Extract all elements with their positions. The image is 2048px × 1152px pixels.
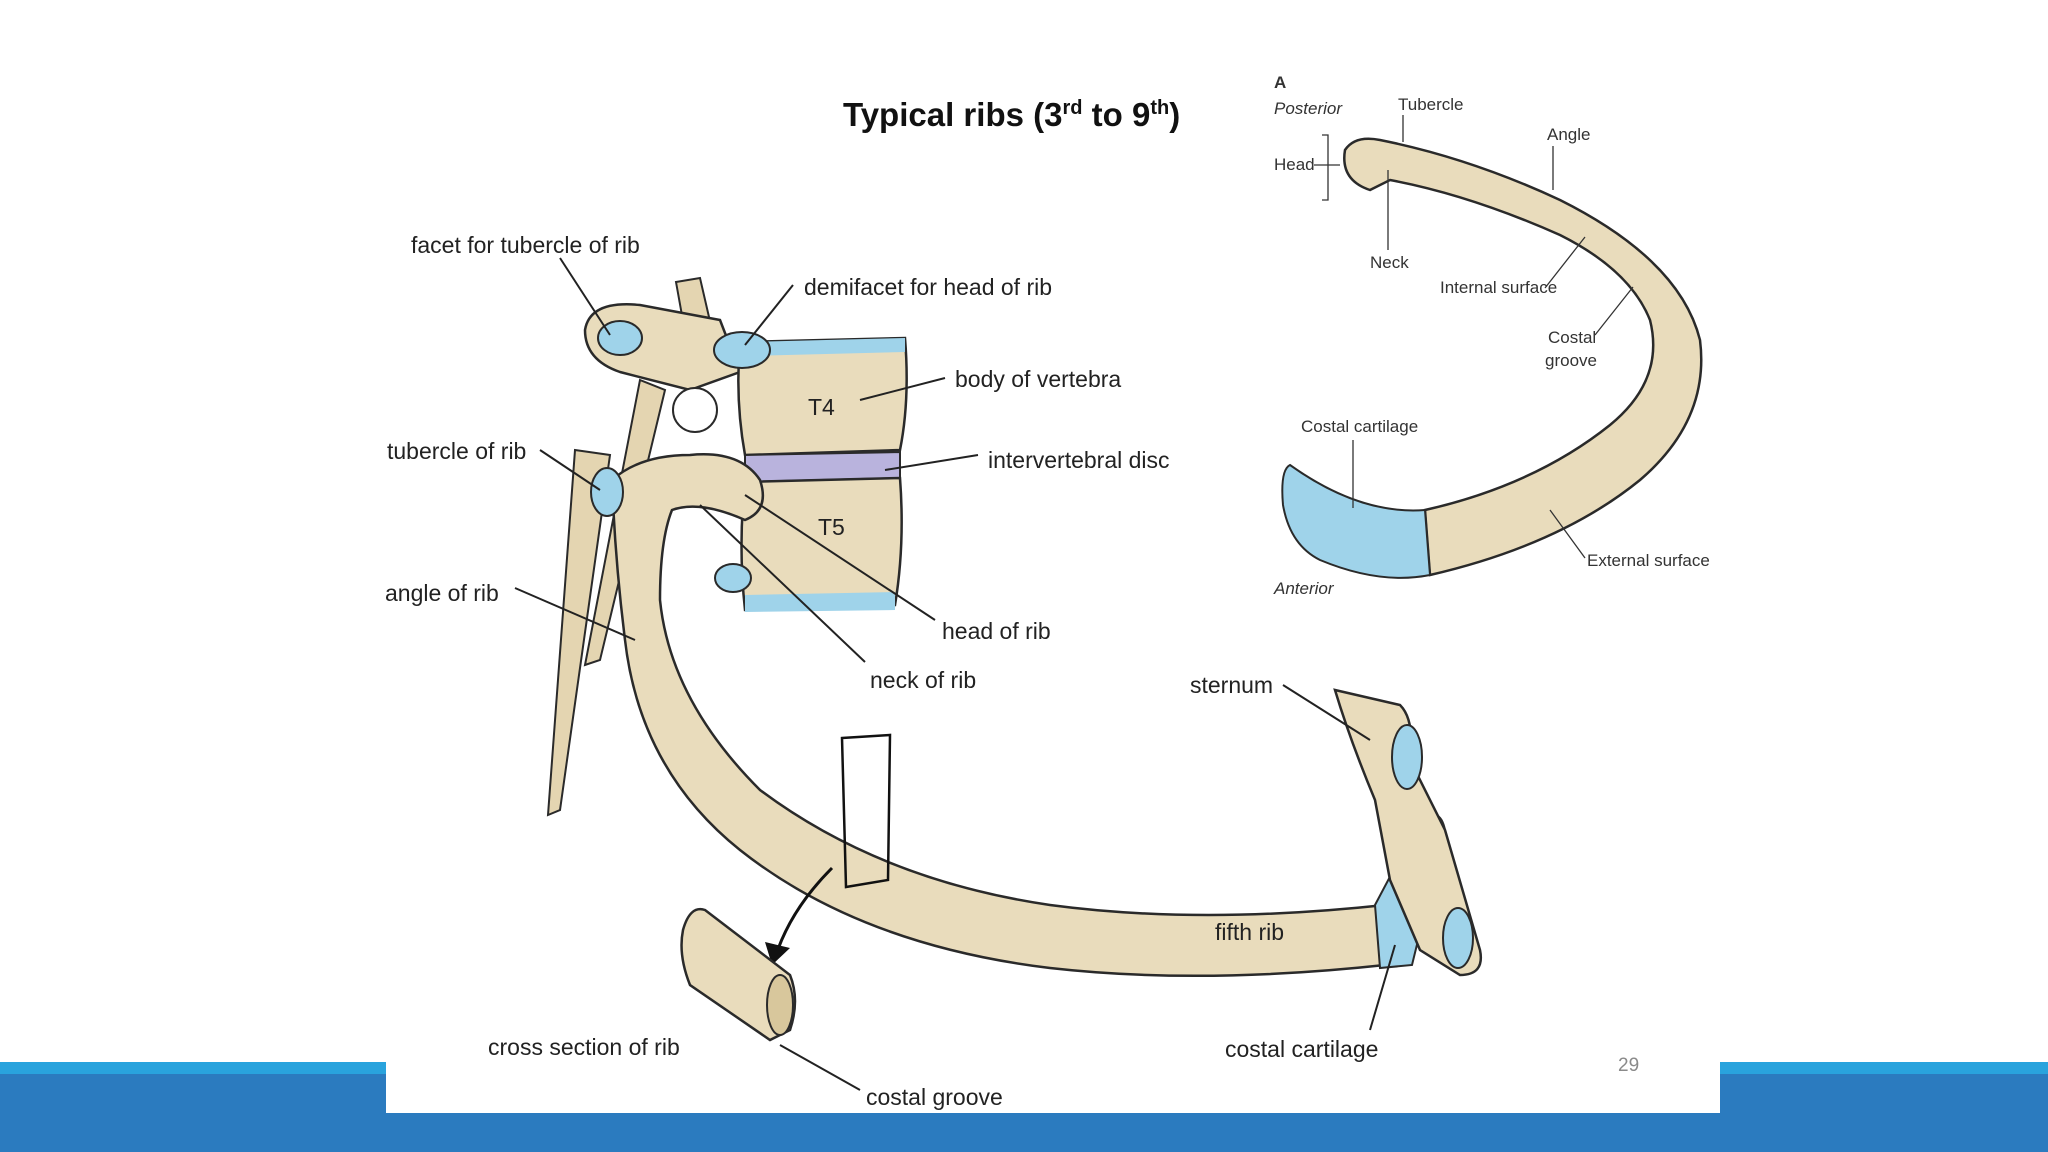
inset-label-anterior: Anterior — [1273, 579, 1335, 598]
inset-label-external-surface: External surface — [1587, 551, 1710, 570]
inset-label-tubercle: Tubercle — [1398, 95, 1464, 114]
inset-panel-letter: A — [1274, 73, 1286, 92]
facet-tubercle-oval — [597, 320, 643, 356]
sternum-facet-2 — [1442, 907, 1474, 969]
label-intervertebral-disc: intervertebral disc — [988, 447, 1170, 473]
label-fifth-rib: fifth rib — [1215, 919, 1284, 945]
inset-bracket-head — [1314, 134, 1340, 201]
endplate-bottom — [745, 592, 895, 612]
inset-rib-figure: A Posterior Tubercle Angle Head Neck Int… — [1273, 73, 1710, 598]
section-box — [840, 733, 892, 889]
inset-label-angle: Angle — [1547, 125, 1590, 144]
inset-label-costal: Costal — [1548, 328, 1596, 347]
label-neck-of-rib: neck of rib — [870, 667, 976, 693]
lower-demifacet — [714, 563, 752, 593]
leader-tubercle-of-rib — [539, 449, 601, 491]
label-tubercle-of-rib: tubercle of rib — [387, 438, 526, 464]
slide-title: Typical ribs (3rd to 9th) — [843, 96, 1180, 133]
inset-leader-external-surface — [1549, 509, 1586, 559]
inset-label-posterior: Posterior — [1274, 99, 1343, 118]
label-facet-tubercle: facet for tubercle of rib — [411, 232, 640, 258]
vertebra-t5 — [546, 378, 903, 817]
inset-rib-shaft — [1343, 137, 1703, 577]
tubercle-facet-oval — [590, 467, 624, 517]
inset-label-neck: Neck — [1370, 253, 1409, 272]
sternum — [1333, 688, 1483, 977]
inset-label-costal-cartilage: Costal cartilage — [1301, 417, 1418, 436]
vertebral-foramen — [672, 387, 718, 433]
label-costal-cartilage: costal cartilage — [1225, 1036, 1378, 1062]
leader-sternum — [1282, 684, 1371, 741]
label-cross-section: cross section of rib — [488, 1034, 680, 1060]
inset-label-groove: groove — [1545, 351, 1597, 370]
leader-head-of-rib — [744, 494, 936, 621]
cross-section-face — [766, 974, 794, 1036]
leader-intervertebral-disc — [884, 454, 979, 471]
body-t5 — [740, 476, 903, 612]
inset-label-internal-surface: Internal surface — [1440, 278, 1557, 297]
leader-body-vertebra — [859, 377, 946, 401]
label-demifacet: demifacet for head of rib — [804, 274, 1052, 300]
leader-costal-groove — [779, 1044, 861, 1091]
inset-costal-cartilage — [1281, 463, 1432, 579]
cross-section-of-rib — [680, 907, 797, 1042]
fifth-rib-shaft — [610, 453, 1387, 978]
leader-angle-of-rib — [514, 587, 636, 641]
label-costal-groove: costal groove — [866, 1084, 1003, 1110]
demifacet-oval — [713, 331, 771, 369]
label-t4: T4 — [808, 394, 835, 420]
inset-label-head: Head — [1274, 155, 1315, 174]
label-head-of-rib: head of rib — [942, 618, 1051, 644]
lower-process-2 — [546, 448, 612, 817]
page-number: 29 — [1618, 1055, 1639, 1076]
leader-demifacet — [744, 284, 794, 346]
body-t4 — [737, 336, 908, 457]
label-body-vertebra: body of vertebra — [955, 366, 1121, 392]
label-t5: T5 — [818, 514, 845, 540]
leader-costal-cartilage — [1369, 944, 1396, 1031]
leader-facet-tubercle — [559, 257, 611, 336]
endplate-top — [745, 338, 905, 356]
sternum-facet-1 — [1391, 724, 1423, 790]
leader-neck-of-rib — [699, 504, 866, 663]
label-sternum: sternum — [1190, 672, 1273, 698]
label-angle-of-rib: angle of rib — [385, 580, 499, 606]
inset-leader-costal-groove — [1594, 286, 1634, 336]
inset-leader-internal-surface — [1544, 236, 1586, 289]
vertebra-t4 — [583, 276, 908, 457]
